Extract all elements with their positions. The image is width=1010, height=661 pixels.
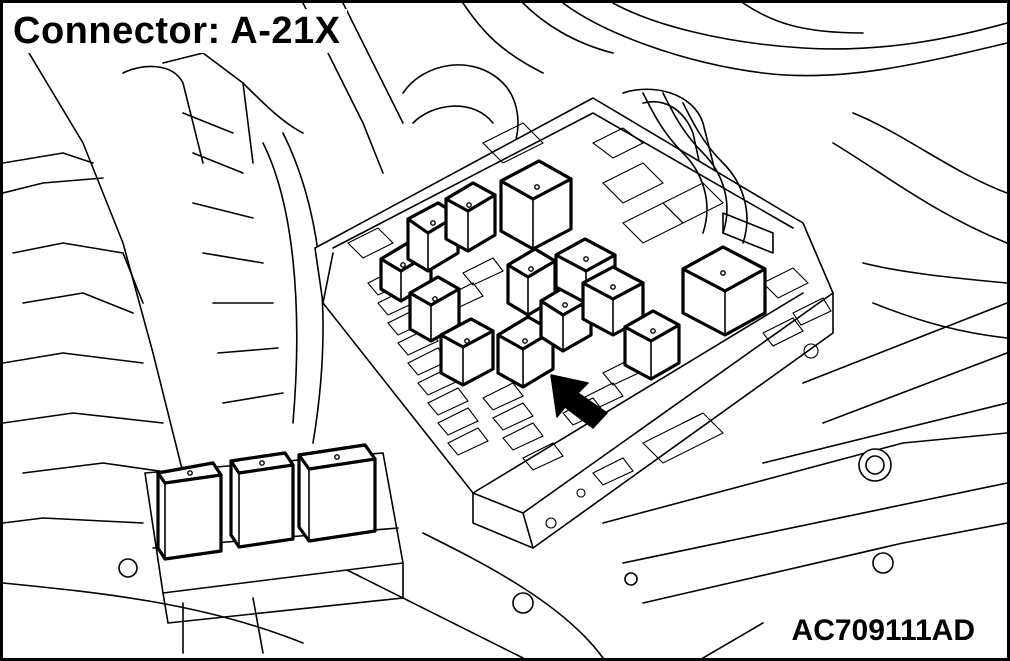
relay-5 (408, 275, 461, 343)
relay-7 (496, 315, 555, 389)
relay-12 (623, 309, 681, 381)
relay-3 (444, 181, 497, 253)
relay-4 (499, 159, 573, 251)
lower-relay-block (118, 443, 404, 654)
engine-bay-outline (3, 3, 1007, 658)
relay-6 (439, 317, 495, 387)
relay-16 (297, 443, 377, 543)
connector-title: Connector: A-21X (13, 9, 347, 53)
arrow-icon (550, 374, 608, 429)
relay-13 (681, 245, 767, 337)
relay-cubes (379, 159, 767, 389)
figure-code: AC709111AD (787, 614, 979, 648)
engine-compartment-illustration (3, 3, 1007, 658)
relay-15 (229, 451, 295, 549)
relay-14 (156, 461, 223, 561)
